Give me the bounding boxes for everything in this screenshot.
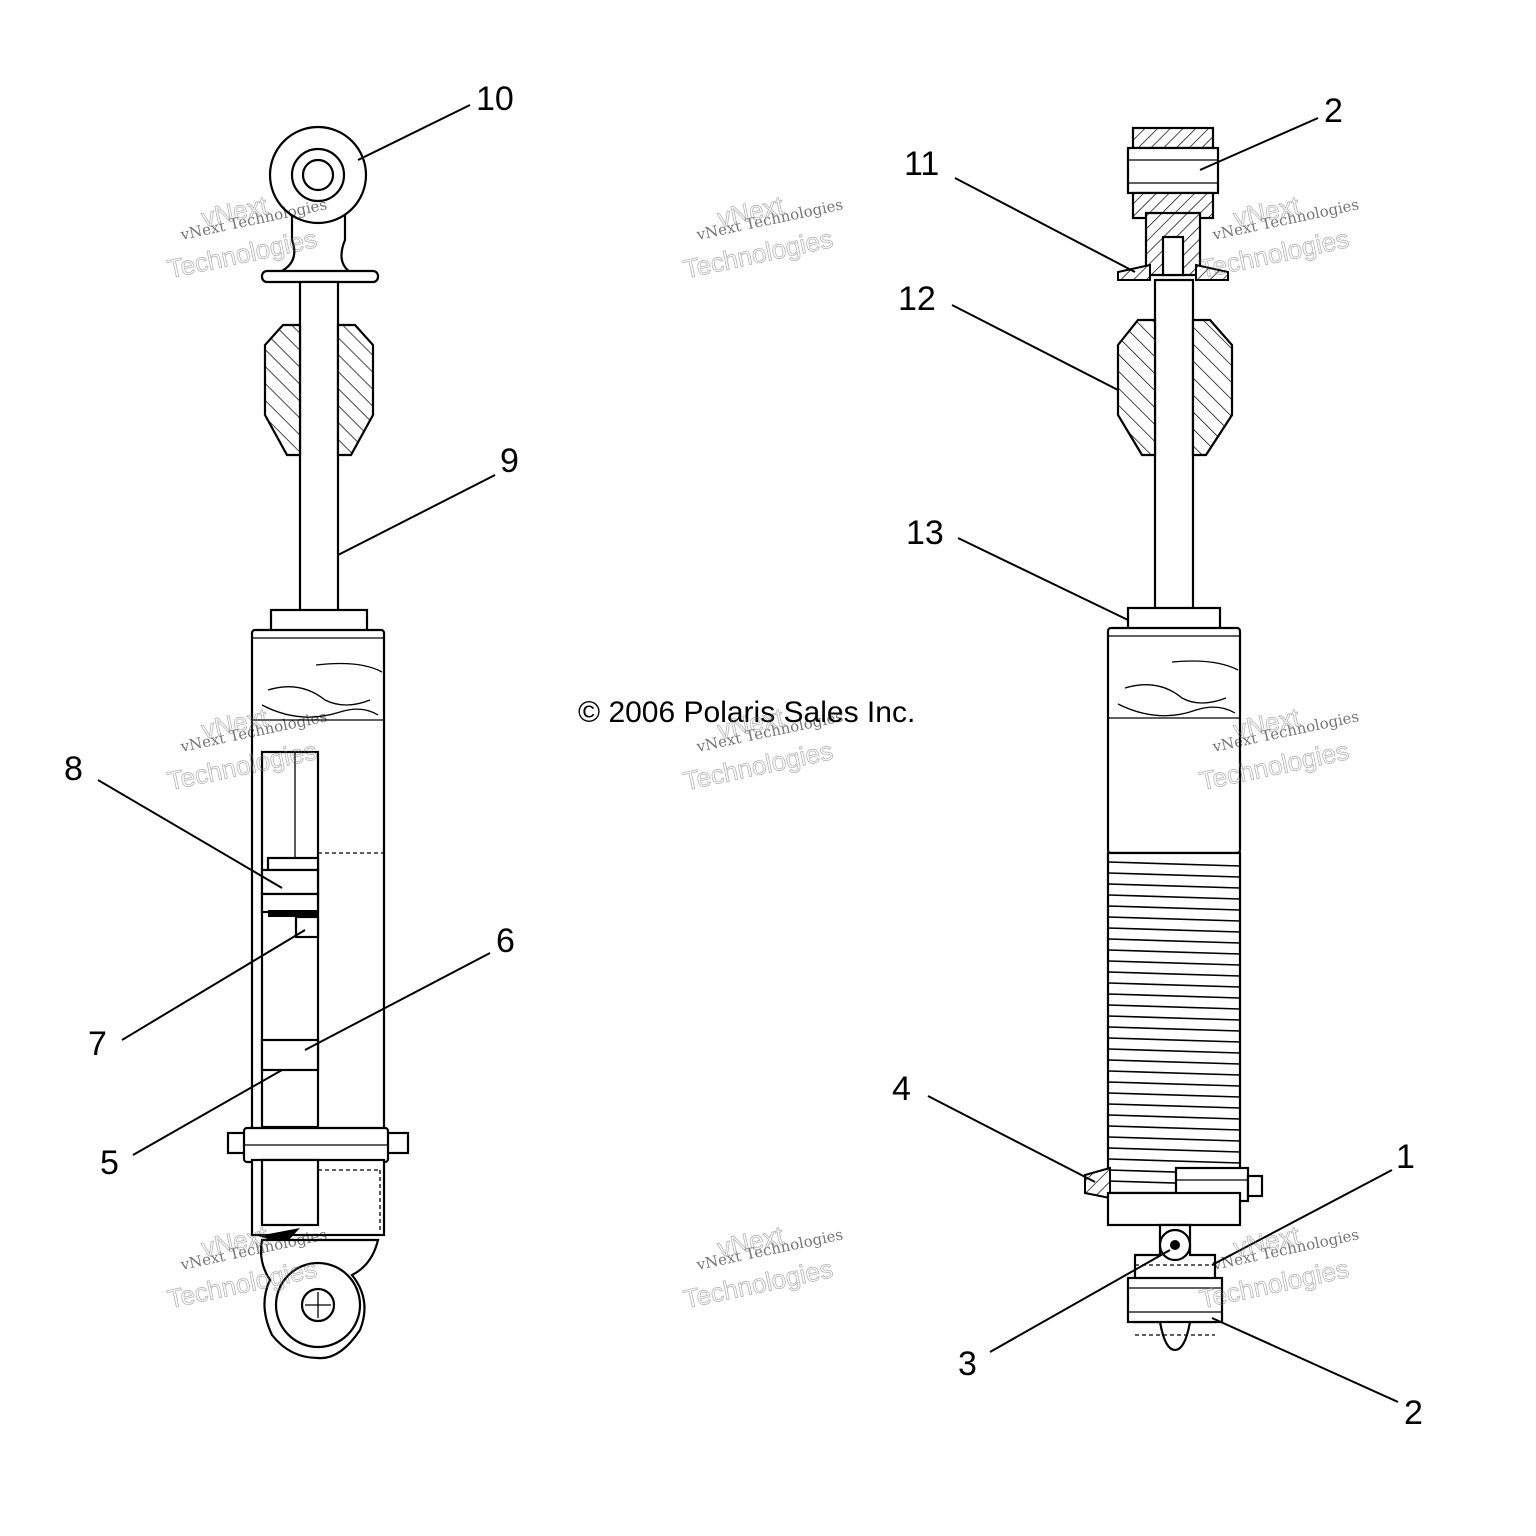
right-adjuster-collar (1084, 1166, 1264, 1203)
spring-coil (1107, 883, 1241, 889)
left-shaft (298, 280, 340, 614)
spring-coil (1107, 1081, 1241, 1087)
callout-10: 10 (476, 80, 514, 118)
left-lower-body (250, 1158, 386, 1244)
callout-labels: 10 9 8 7 6 5 2 11 12 13 4 1 3 2 (64, 80, 1423, 1432)
callout-5: 5 (100, 1144, 119, 1182)
spring-coil (1107, 905, 1241, 911)
right-bumper (1116, 318, 1234, 457)
right-spring (1106, 851, 1242, 1195)
spring-coil (1107, 927, 1241, 933)
right-top-bushing (1117, 126, 1229, 281)
right-lower-body (1106, 1191, 1242, 1227)
watermark-2: vNext Technologies vNext Technologies (680, 189, 844, 284)
callout-9: 9 (500, 442, 519, 480)
spring-coil (1107, 1048, 1241, 1054)
spring-coil (1107, 1147, 1241, 1153)
callout-11: 11 (904, 145, 939, 183)
left-bumper (263, 323, 375, 457)
spring-coil (1107, 1092, 1241, 1098)
spring-coil (1107, 861, 1241, 867)
spring-coil (1107, 982, 1241, 988)
left-body-cap (269, 608, 369, 634)
callout-13: 13 (906, 514, 944, 552)
spring-coil (1107, 916, 1241, 922)
spring-coil (1107, 1004, 1241, 1010)
watermark-8: vNext Technologies vNext Technologies (680, 1219, 844, 1314)
spring-coil (1107, 1114, 1241, 1120)
spring-coil (1107, 1015, 1241, 1021)
spring-coil (1107, 1136, 1241, 1142)
left-top-eyelet (260, 125, 380, 284)
leader-lines (97, 104, 1399, 1403)
spring-coil (1107, 938, 1241, 944)
spring-coil (1107, 1026, 1241, 1032)
callout-12: 12 (898, 280, 936, 318)
right-shock-body (1106, 626, 1242, 855)
right-shaft (1153, 278, 1195, 612)
copyright-notice: © 2006 Polaris Sales Inc. (578, 696, 915, 729)
spring-coil (1107, 894, 1241, 900)
spring-coil (1107, 993, 1241, 999)
callout-2-top: 2 (1324, 92, 1343, 130)
left-shock-body (250, 628, 386, 1132)
spring-coil (1107, 1125, 1241, 1131)
left-shock-assembly (226, 125, 410, 1360)
callout-2-bottom: 2 (1404, 1394, 1423, 1432)
spring-coil (1107, 1158, 1241, 1164)
watermark-5: vNext Technologies vNext Technologies (680, 701, 844, 796)
right-shock-assembly (1084, 126, 1264, 1352)
spring-coil (1107, 949, 1241, 955)
callout-6: 6 (496, 922, 515, 960)
callout-3: 3 (958, 1345, 977, 1383)
right-bottom-eyelet (1126, 1223, 1224, 1352)
watermark-9: vNext Technologies vNext Technologies (1196, 1219, 1360, 1314)
callout-8: 8 (64, 750, 83, 788)
left-bottom-eyelet (259, 1238, 380, 1360)
callout-7: 7 (88, 1025, 107, 1063)
spring-coil (1107, 971, 1241, 977)
callout-4: 4 (892, 1070, 911, 1108)
spring-coil (1107, 1037, 1241, 1043)
callout-1: 1 (1396, 1138, 1415, 1176)
spring-coil (1107, 872, 1241, 878)
spring-coil (1107, 1059, 1241, 1065)
left-collar (226, 1126, 410, 1164)
spring-coil (1107, 1103, 1241, 1109)
right-body-cap (1126, 606, 1222, 632)
spring-coil (1107, 1070, 1241, 1076)
spring-coil (1107, 960, 1241, 966)
